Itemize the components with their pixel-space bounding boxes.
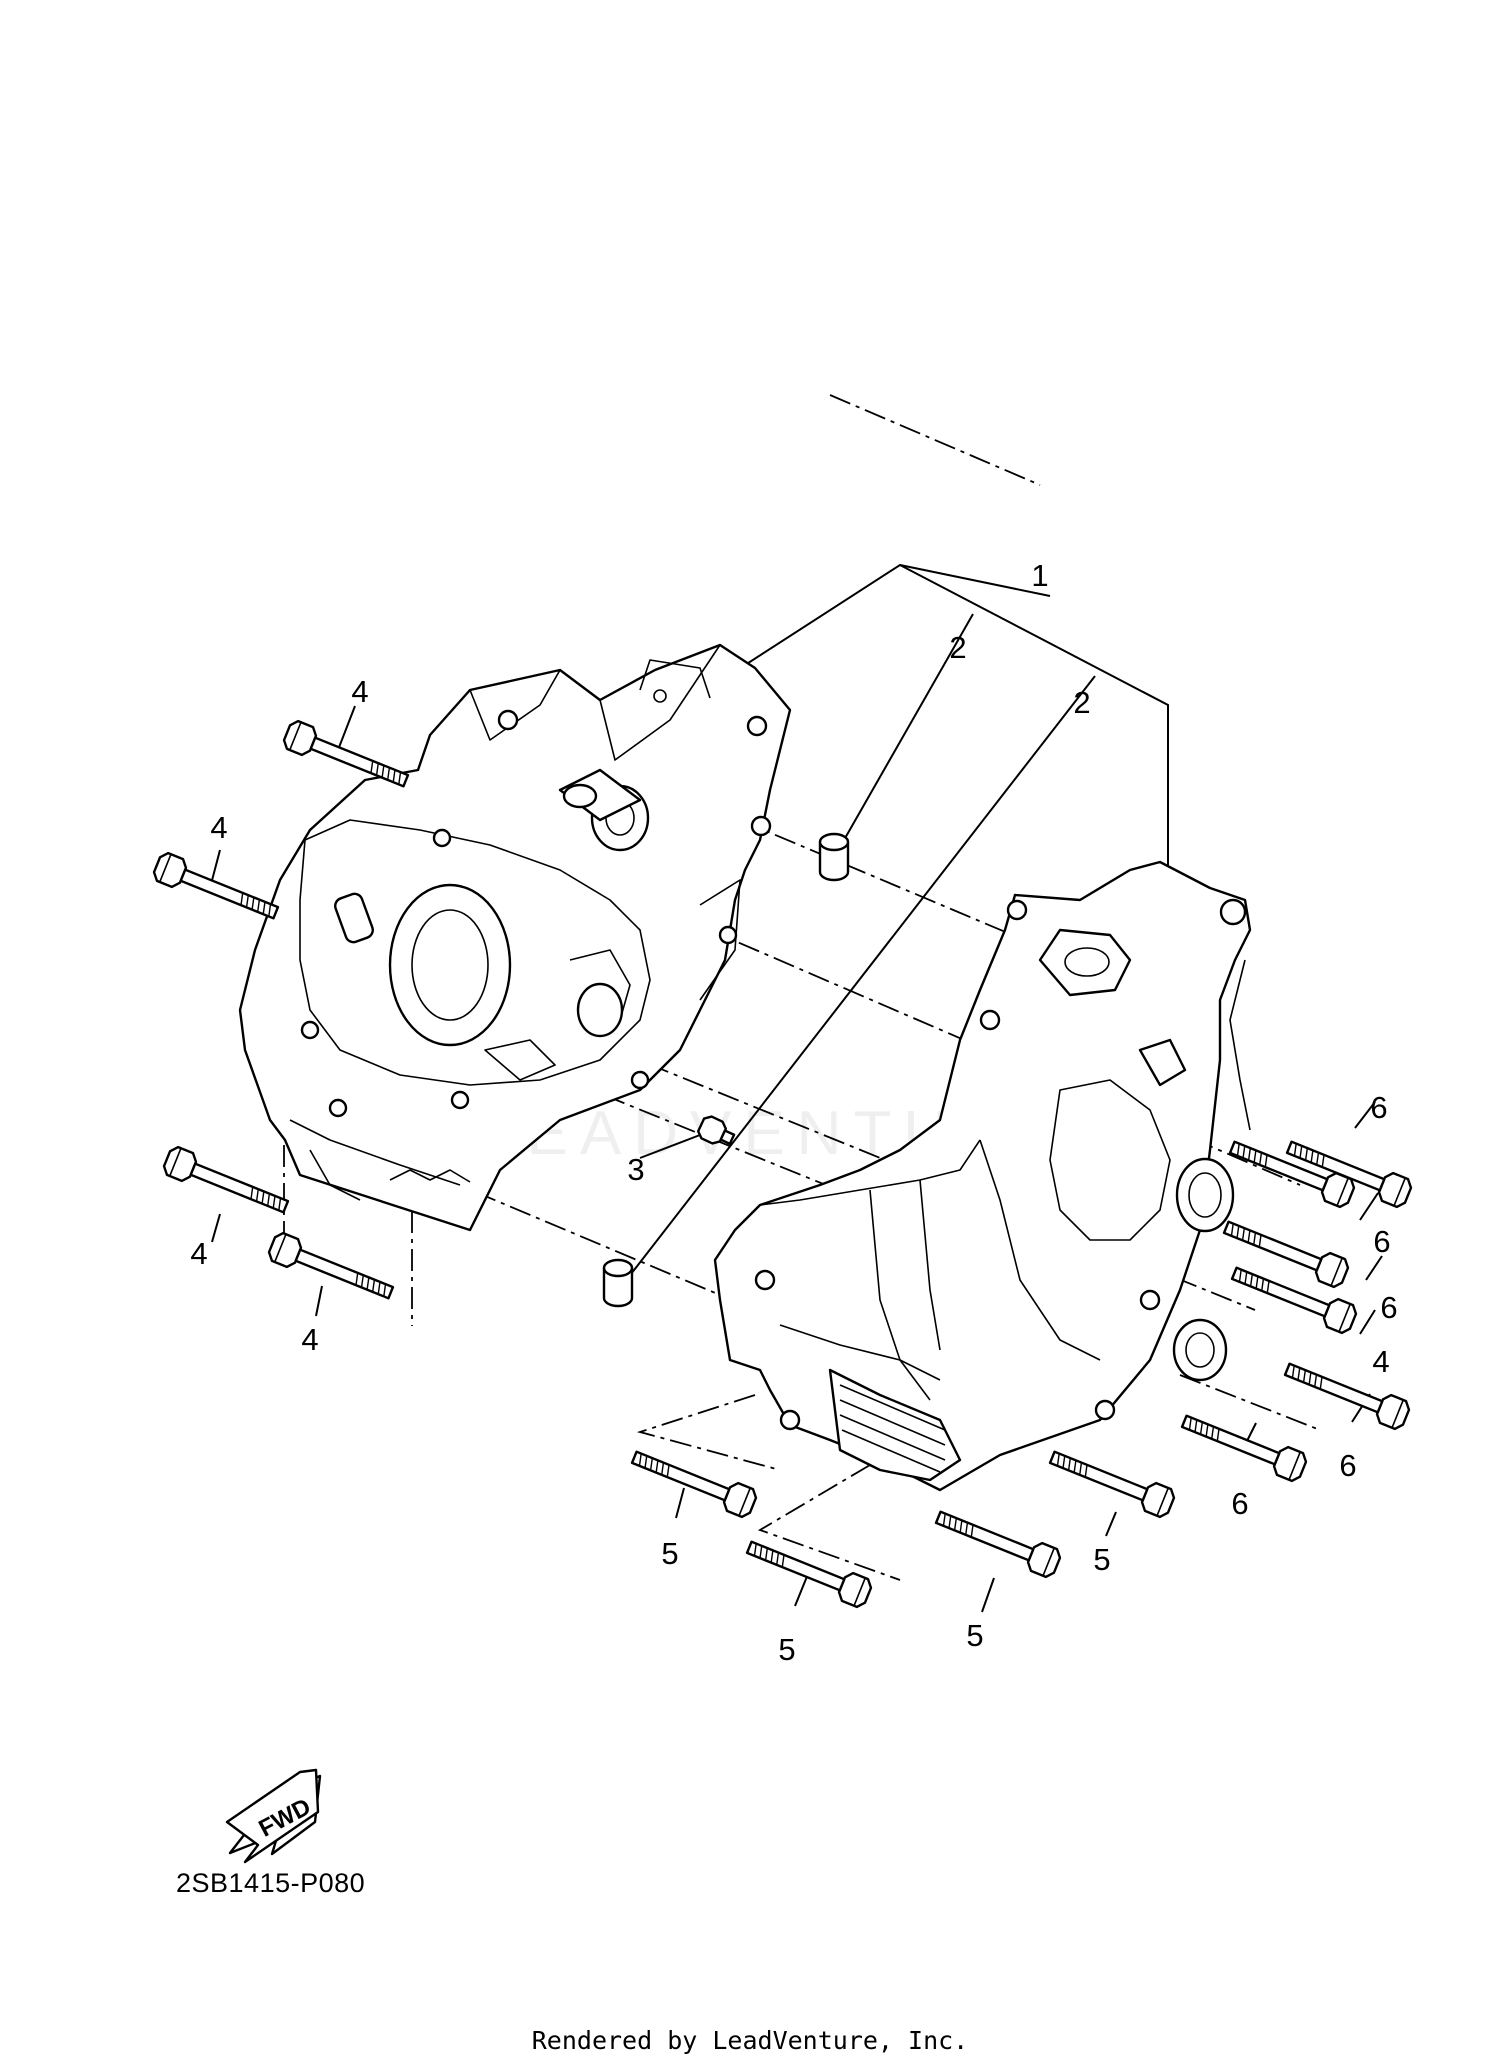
callout-6: 6 [1370,1090,1387,1125]
callout-3: 3 [627,1152,644,1187]
callout-5: 5 [661,1536,678,1571]
fwd-arrow-icon: FWD [225,1768,322,1864]
dowel-pin [602,1258,634,1308]
plug [696,1115,736,1146]
callout-6: 6 [1373,1224,1390,1259]
bolt [160,1143,293,1222]
callout-2: 2 [949,630,966,665]
callout-6: 6 [1339,1448,1356,1483]
render-credit: Rendered by LeadVenture, Inc. [531,2026,969,2055]
callout-1: 1 [1031,558,1048,593]
left-crankcase-half [238,643,792,1232]
bolt [265,1229,398,1308]
bolt [1280,1354,1413,1433]
callout-4: 4 [301,1322,318,1357]
bolt [1045,1442,1178,1521]
bolt [931,1502,1064,1581]
callout-5: 5 [966,1618,983,1653]
callout-2: 2 [1073,685,1090,720]
callout-leaders [209,563,1383,1613]
bolt [742,1532,875,1611]
callout-4: 4 [351,674,368,709]
callout-5: 5 [778,1632,795,1667]
diagram-code: 2SB1415-P080 [176,1868,366,1898]
callout-5: 5 [1093,1542,1110,1577]
callout-4: 4 [1372,1344,1389,1379]
right-crankcase-half [713,860,1252,1492]
callout-6: 6 [1380,1290,1397,1325]
callout-4: 4 [190,1236,207,1271]
bolt [627,1442,760,1521]
callout-6: 6 [1231,1486,1248,1521]
callout-4: 4 [210,810,227,845]
dowel-pin [818,832,850,882]
callout-numbers: 1 2 2 3 4 4 4 4 4 5 5 5 5 6 6 6 6 6 [190,558,1397,1667]
